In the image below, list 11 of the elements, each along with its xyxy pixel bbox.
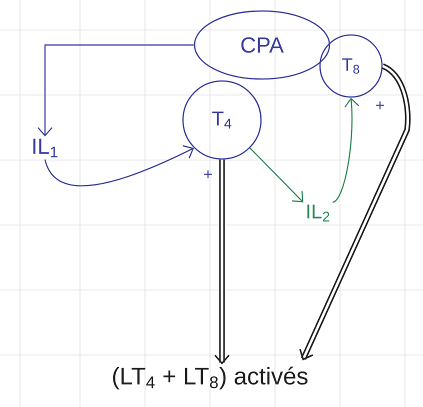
arrow bbox=[332, 98, 360, 203]
arrow bbox=[299, 63, 411, 360]
plus-sign: + bbox=[204, 170, 212, 178]
arrow bbox=[44, 145, 194, 186]
arrow bbox=[38, 44, 194, 136]
cell-label: (LT$_{4}$ + LT$_{8}$) activés bbox=[113, 366, 308, 390]
cell-label: IL$_{1}$ bbox=[33, 138, 58, 158]
cell-label: IL$_{2}$ bbox=[307, 204, 330, 222]
arrow bbox=[250, 148, 304, 202]
arrow bbox=[214, 160, 230, 364]
plus-sign: + bbox=[376, 101, 384, 110]
